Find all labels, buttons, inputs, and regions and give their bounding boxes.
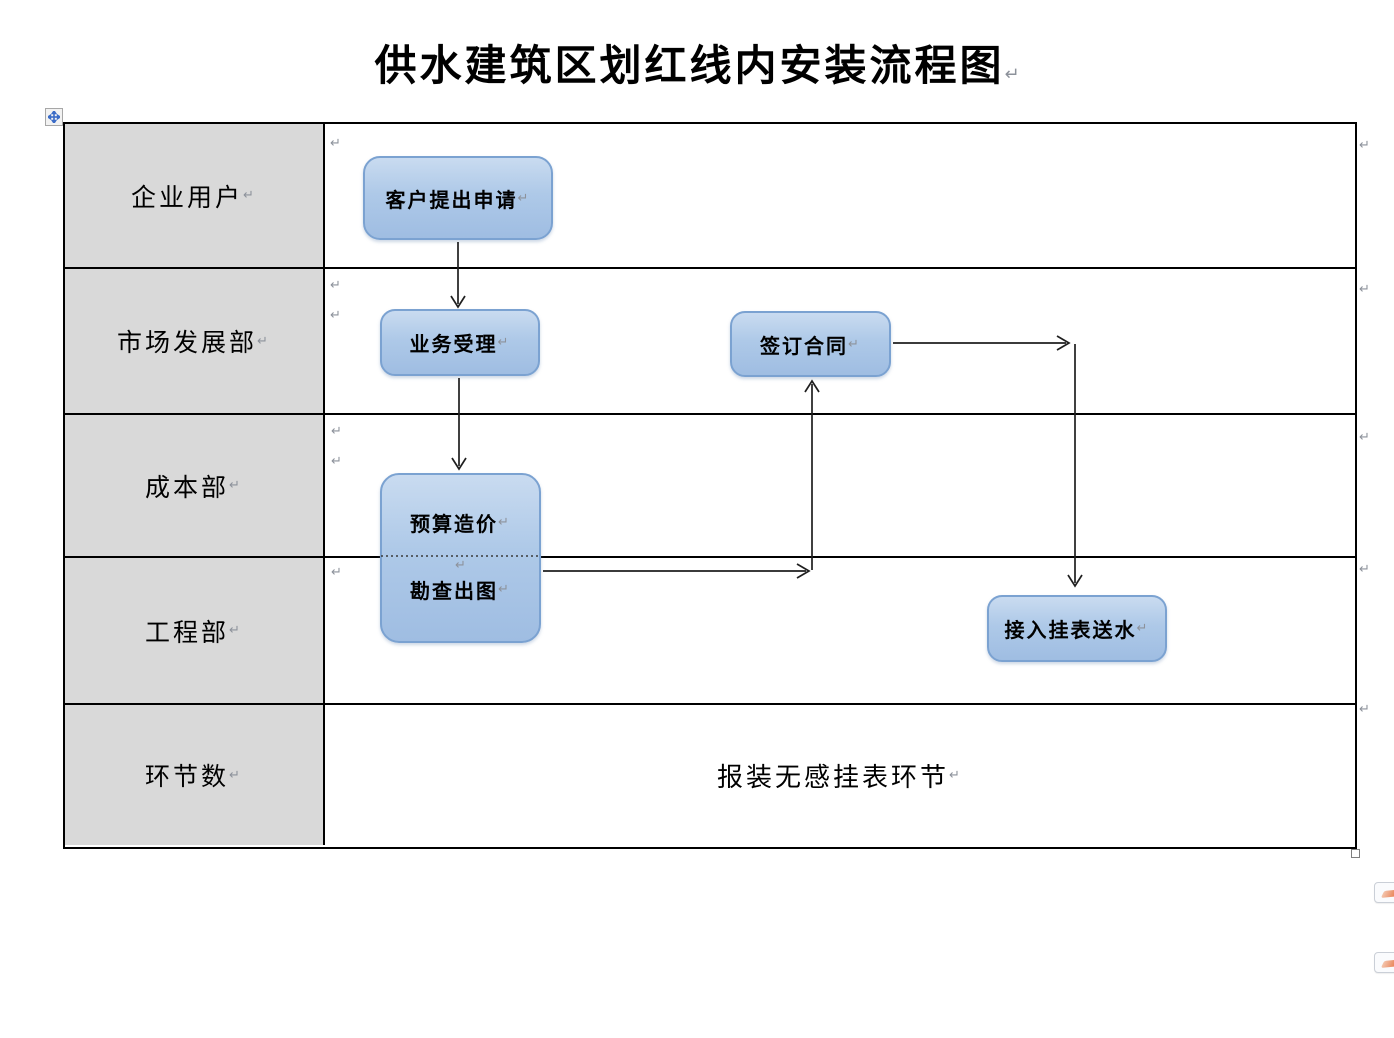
- pilcrow-mark: ↵: [229, 478, 243, 493]
- pilcrow-mark: ↵: [229, 623, 243, 638]
- flow-node-label: 业务受理: [409, 334, 498, 356]
- pilcrow-mark: ↵: [1359, 138, 1370, 153]
- pilcrow-mark: ↵: [257, 333, 271, 349]
- flow-node-label: 勘查出图: [410, 581, 499, 603]
- document-title[interactable]: 供水建筑区划红线内安装流程图: [374, 44, 1005, 90]
- lane-row-step-count: 环节数↵ 报装无感挂表环节↵: [65, 705, 1355, 845]
- flow-node-label: 签订合同: [760, 335, 849, 358]
- pilcrow-mark: ↵: [498, 515, 511, 530]
- clipped-smart-tag-icon[interactable]: [1374, 882, 1394, 903]
- smart-tag-slash-icon: [1380, 959, 1394, 968]
- move-arrows-icon: [48, 111, 60, 123]
- flow-node-customer-application[interactable]: 客户提出申请↵: [363, 156, 553, 240]
- smart-tag-slash-icon: [1380, 889, 1394, 898]
- table-resize-handle[interactable]: [1351, 849, 1360, 858]
- pilcrow-mark: ↵: [330, 136, 341, 151]
- document-title-row: 供水建筑区划红线内安装流程图↵: [0, 32, 1394, 93]
- pilcrow-mark: ↵: [229, 767, 243, 783]
- lane-label-text: 市场发展部: [117, 330, 258, 357]
- swimlane-table: 企业用户↵ 市场发展部↵ 成本部↵ 工程部↵ 环节数↵: [63, 122, 1357, 849]
- flow-node-sign-contract[interactable]: 签订合同↵: [730, 311, 891, 377]
- lane-row-enterprise-user: 企业用户↵: [65, 124, 1355, 269]
- flow-node-business-acceptance[interactable]: 业务受理↵: [380, 309, 540, 376]
- lane-label-text: 工程部: [145, 619, 230, 647]
- footer-text: 报装无感挂表环节: [717, 762, 950, 792]
- pilcrow-mark: ↵: [497, 335, 511, 350]
- lane-label-step-count[interactable]: 环节数↵: [65, 705, 325, 845]
- lane-label-cost-dept[interactable]: 成本部↵: [65, 415, 325, 556]
- flow-node-label: 预算造价: [410, 514, 499, 536]
- pilcrow-mark: ↵: [331, 424, 342, 439]
- lane-content-step-count[interactable]: 报装无感挂表环节↵: [325, 705, 1355, 845]
- flow-node-budget-and-survey[interactable]: 预算造价↵ 勘查出图↵: [380, 473, 541, 643]
- lane-label-text: 成本部: [145, 474, 230, 502]
- lane-label-text: 企业用户: [131, 184, 244, 212]
- pilcrow-mark: ↵: [498, 582, 511, 597]
- pilcrow-mark: ↵: [949, 767, 963, 783]
- lane-label-market-dev[interactable]: 市场发展部↵: [65, 269, 325, 413]
- flow-node-connect-meter-water[interactable]: 接入挂表送水↵: [987, 595, 1167, 662]
- pilcrow-mark: ↵: [1359, 702, 1370, 717]
- lane-label-text: 环节数: [145, 764, 230, 791]
- clipped-smart-tag-icon[interactable]: [1374, 952, 1394, 973]
- lane-label-engineering-dept[interactable]: 工程部↵: [65, 558, 325, 703]
- pilcrow-mark: ↵: [1359, 282, 1370, 297]
- flow-node-survey-half: 勘查出图↵: [410, 556, 511, 623]
- pilcrow-mark: ↵: [330, 278, 341, 293]
- pilcrow-mark: ↵: [243, 188, 257, 203]
- lane-row-cost-dept: 成本部↵: [65, 415, 1355, 558]
- pilcrow-mark: ↵: [330, 308, 341, 323]
- pilcrow-mark: ↵: [517, 190, 531, 206]
- flow-node-budget-half: 预算造价↵: [410, 489, 511, 556]
- pilcrow-mark: ↵: [455, 558, 466, 573]
- pilcrow-mark: ↵: [331, 565, 342, 580]
- pilcrow-mark: ↵: [848, 336, 861, 352]
- lane-label-enterprise-user[interactable]: 企业用户↵: [65, 124, 325, 267]
- table-move-handle[interactable]: [45, 108, 63, 126]
- pilcrow-mark: ↵: [1359, 562, 1370, 577]
- lane-row-market-dev: 市场发展部↵: [65, 269, 1355, 415]
- pilcrow-mark: ↵: [1136, 621, 1150, 636]
- flow-node-label: 客户提出申请: [385, 189, 518, 212]
- flow-node-label: 接入挂表送水: [1004, 620, 1137, 642]
- lane-row-engineering-dept: 工程部↵: [65, 558, 1355, 705]
- pilcrow-mark: ↵: [1004, 64, 1020, 85]
- pilcrow-mark: ↵: [1359, 430, 1370, 445]
- pilcrow-mark: ↵: [331, 454, 342, 469]
